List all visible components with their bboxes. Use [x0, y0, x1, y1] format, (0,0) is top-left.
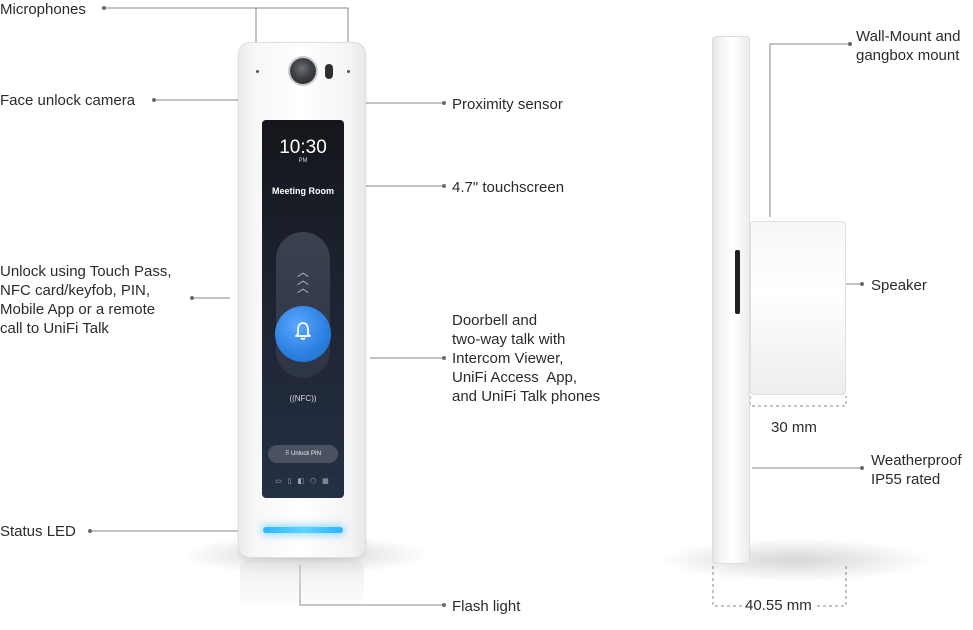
unlock-pin-label: Unlock PIN [291, 451, 322, 457]
status-led [263, 527, 343, 533]
label-speaker: Speaker [871, 277, 927, 294]
grid-icon: ⠿ [284, 451, 292, 457]
face-unlock-camera [290, 58, 316, 84]
chevron-up-icon: ︿ [296, 281, 309, 295]
unlock-pin-button[interactable]: ⠿ Unlock PIN [268, 445, 338, 463]
side-slot [735, 250, 740, 314]
dot-proximity [442, 101, 446, 105]
leader-wall-mount [769, 43, 850, 217]
intercom-side [712, 36, 750, 564]
dot-speaker [860, 282, 864, 286]
screen-room-name: Meeting Room [272, 186, 334, 196]
label-unlock: Unlock using Touch Pass, NFC card/keyfob… [0, 263, 172, 337]
label-doorbell: Doorbell and two-way talk with Intercom … [452, 312, 601, 405]
screen-ampm: PM [298, 158, 308, 164]
doorbell-button[interactable] [275, 306, 331, 362]
side-shadow [655, 538, 935, 582]
dot-unlock [190, 296, 194, 300]
dot-status-led [88, 529, 92, 533]
dim-box-bracket [749, 396, 847, 407]
speaker-housing [750, 221, 846, 395]
label-touchscreen: 4.7" touchscreen [452, 179, 565, 196]
dot-face-camera [152, 98, 156, 102]
label-flash: Flash light [452, 598, 521, 615]
dot-wall-mount [848, 42, 852, 46]
dot-weatherproof [860, 466, 864, 470]
chevron-up-icon: ︿ [296, 265, 309, 279]
leader-microphones-right [104, 7, 349, 42]
dim-label-30mm: 30 mm [771, 419, 817, 436]
bell-icon [295, 322, 311, 340]
proximity-sensor [325, 64, 333, 79]
dim-total-bracket [712, 566, 847, 607]
microphone-left [256, 70, 259, 73]
label-proximity: Proximity sensor [452, 96, 563, 113]
screen-time: 10:30 [279, 137, 327, 158]
label-status-led: Status LED [0, 523, 76, 540]
label-weatherproof: Weatherproof IP55 rated [871, 452, 962, 488]
dot-touchscreen [442, 184, 446, 188]
dot-flash [442, 603, 446, 607]
label-face-camera: Face unlock camera [0, 92, 136, 109]
dot-doorbell [442, 356, 446, 360]
microphone-right [347, 70, 350, 73]
touchscreen: 10:30 PM Meeting Room ︿ ︿ ︿ ((NFC)) ⠿ Un… [262, 120, 344, 498]
nfc-indicator: ((NFC)) [289, 394, 317, 403]
label-microphones: Microphones [0, 1, 86, 18]
chevron-up-icon: ︿ [296, 273, 309, 287]
dot-microphones [102, 6, 106, 10]
dim-label-40mm: 40.55 mm [742, 597, 815, 614]
label-wall-mount: Wall-Mount and gangbox mount [856, 28, 961, 64]
screen-status-icons: ▭ ▯ ◧ ⬡ ▦ [275, 478, 331, 485]
device-reflection [240, 560, 364, 610]
